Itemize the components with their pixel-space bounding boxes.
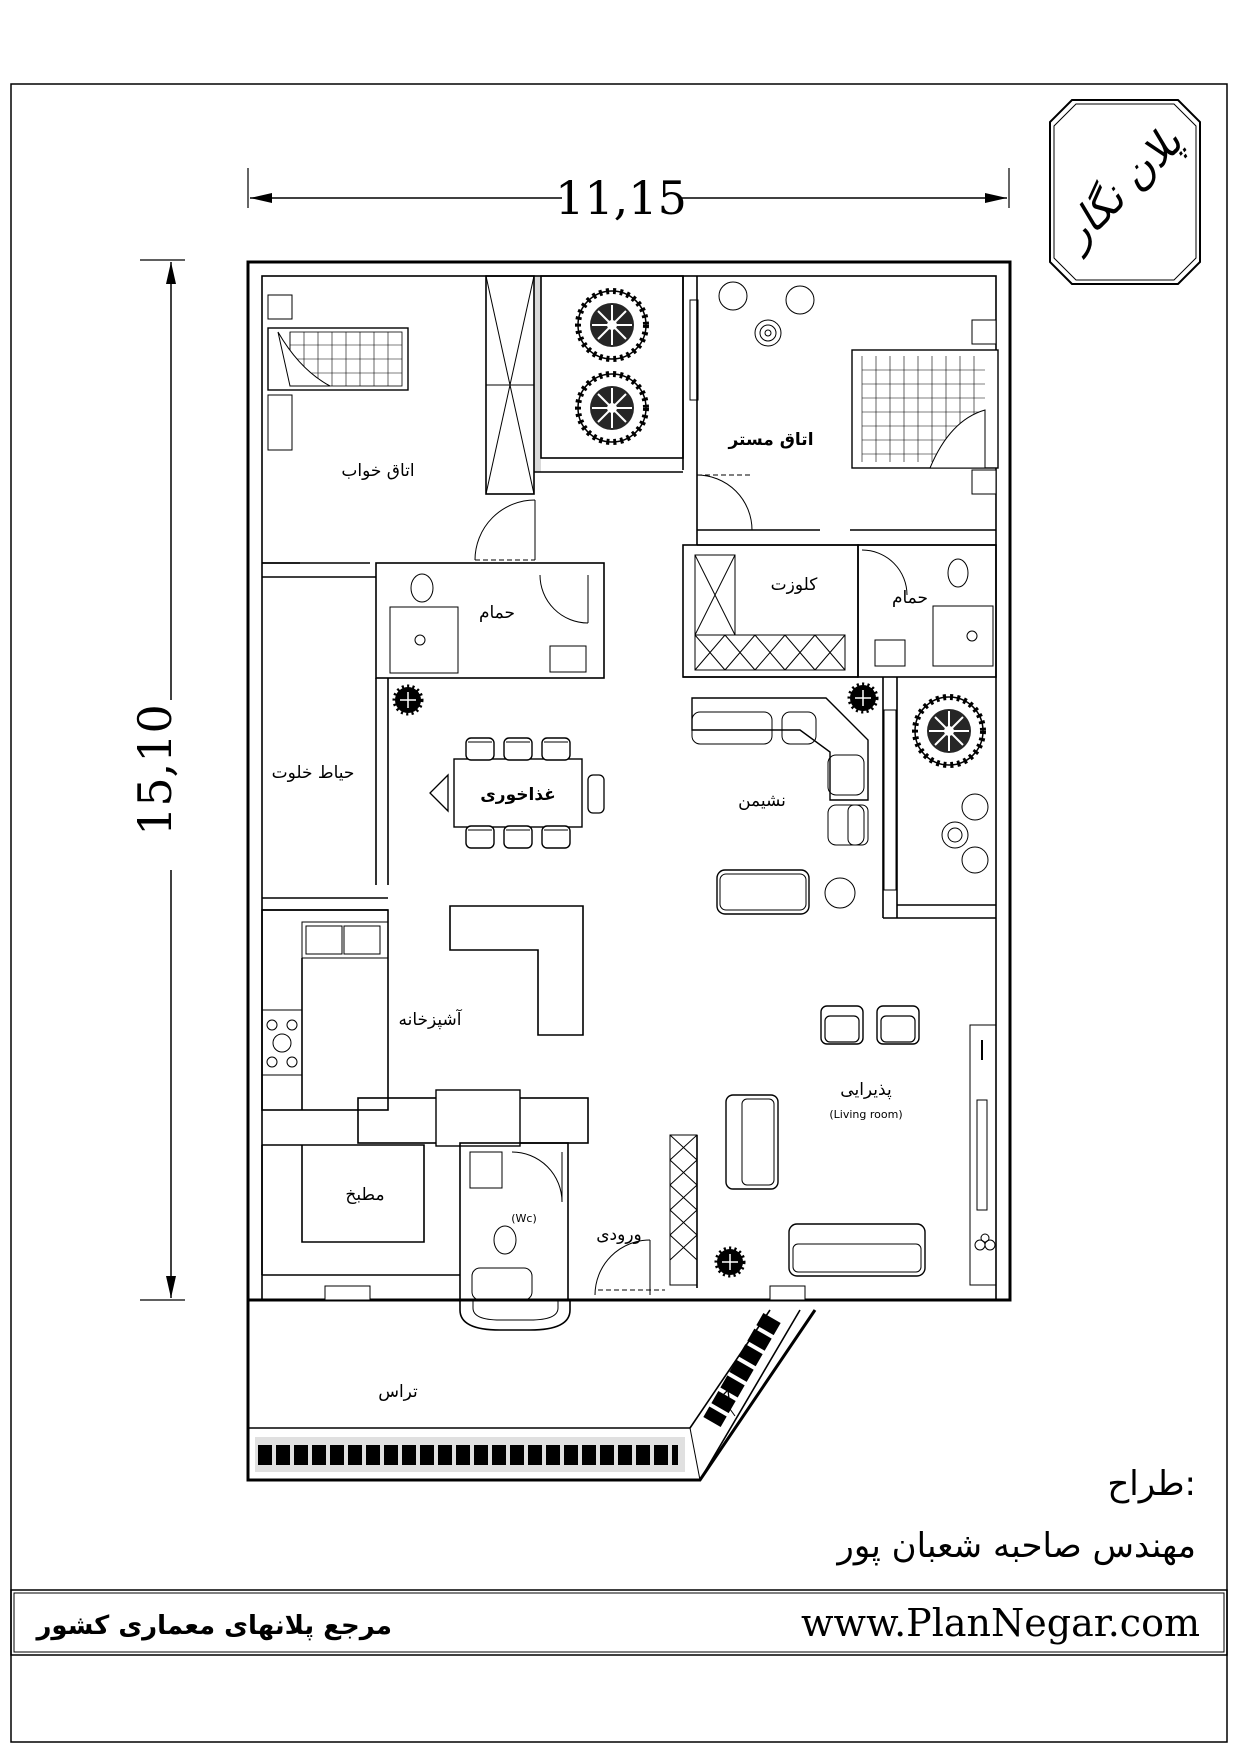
room-label-private-yard: حیاط خلوت (272, 763, 355, 783)
room-label-bath-left: حمام (479, 603, 515, 623)
room-label-terrace: تراس (378, 1382, 418, 1402)
shrub-icon (850, 685, 876, 711)
room-label-reception: پذیرایی (840, 1080, 892, 1100)
tree-icon (578, 291, 646, 359)
credit-name: مهندس صاحبه شعبان پور (835, 1526, 1196, 1566)
tree-icon (578, 374, 646, 442)
reception-furniture (725, 1005, 926, 1277)
footer-tagline: مرجع پلانهای معماری کشور (34, 1611, 392, 1641)
logo-text: پلان نگار (1048, 117, 1192, 261)
building-walls (246, 260, 1012, 1331)
dining-table (429, 737, 605, 849)
room-label-sitting: نشیمن (738, 791, 786, 811)
width-dimension-text: 11,15 (555, 171, 687, 225)
bed-double (851, 319, 999, 495)
room-label-reception-en: (Living room) (829, 1108, 902, 1121)
logo-badge: پلان نگار (1048, 99, 1201, 285)
footer-frame (10, 1589, 1228, 1656)
height-dimension: 15,10 (128, 259, 185, 1301)
tree-icon (915, 697, 983, 765)
width-dimension: 11,15 (247, 168, 1010, 225)
hedge (255, 1313, 781, 1472)
room-label-bath-right: حمام (892, 588, 928, 608)
height-dimension-text: 15,10 (128, 704, 182, 836)
bed-single (267, 294, 409, 451)
shrub-icon (395, 687, 421, 713)
garden-seating (941, 793, 989, 874)
room-label-pantry-kitchen: مطبخ (345, 1185, 384, 1205)
room-label-dining: غذاخوری (480, 785, 556, 805)
footer-website-link[interactable]: www.PlanNegar.com (801, 1601, 1200, 1645)
room-label-kitchen: آشپزخانه (398, 1008, 462, 1030)
credit-title: طراح: (1107, 1464, 1196, 1504)
shrub-icon (717, 1249, 743, 1275)
room-label-bedroom: اتاق خواب (341, 461, 414, 481)
terrace-area (246, 1300, 817, 1482)
room-label-master-bedroom: اتاق مستر (727, 430, 813, 450)
master-seating (718, 281, 815, 347)
sitting-sofa (691, 697, 869, 915)
room-label-closet: کلوزت (771, 575, 819, 595)
outer-frame (10, 83, 1228, 1743)
room-label-entrance: ورودی (596, 1225, 642, 1245)
room-label-wc: (Wc) (511, 1212, 537, 1225)
doors (474, 474, 908, 1296)
